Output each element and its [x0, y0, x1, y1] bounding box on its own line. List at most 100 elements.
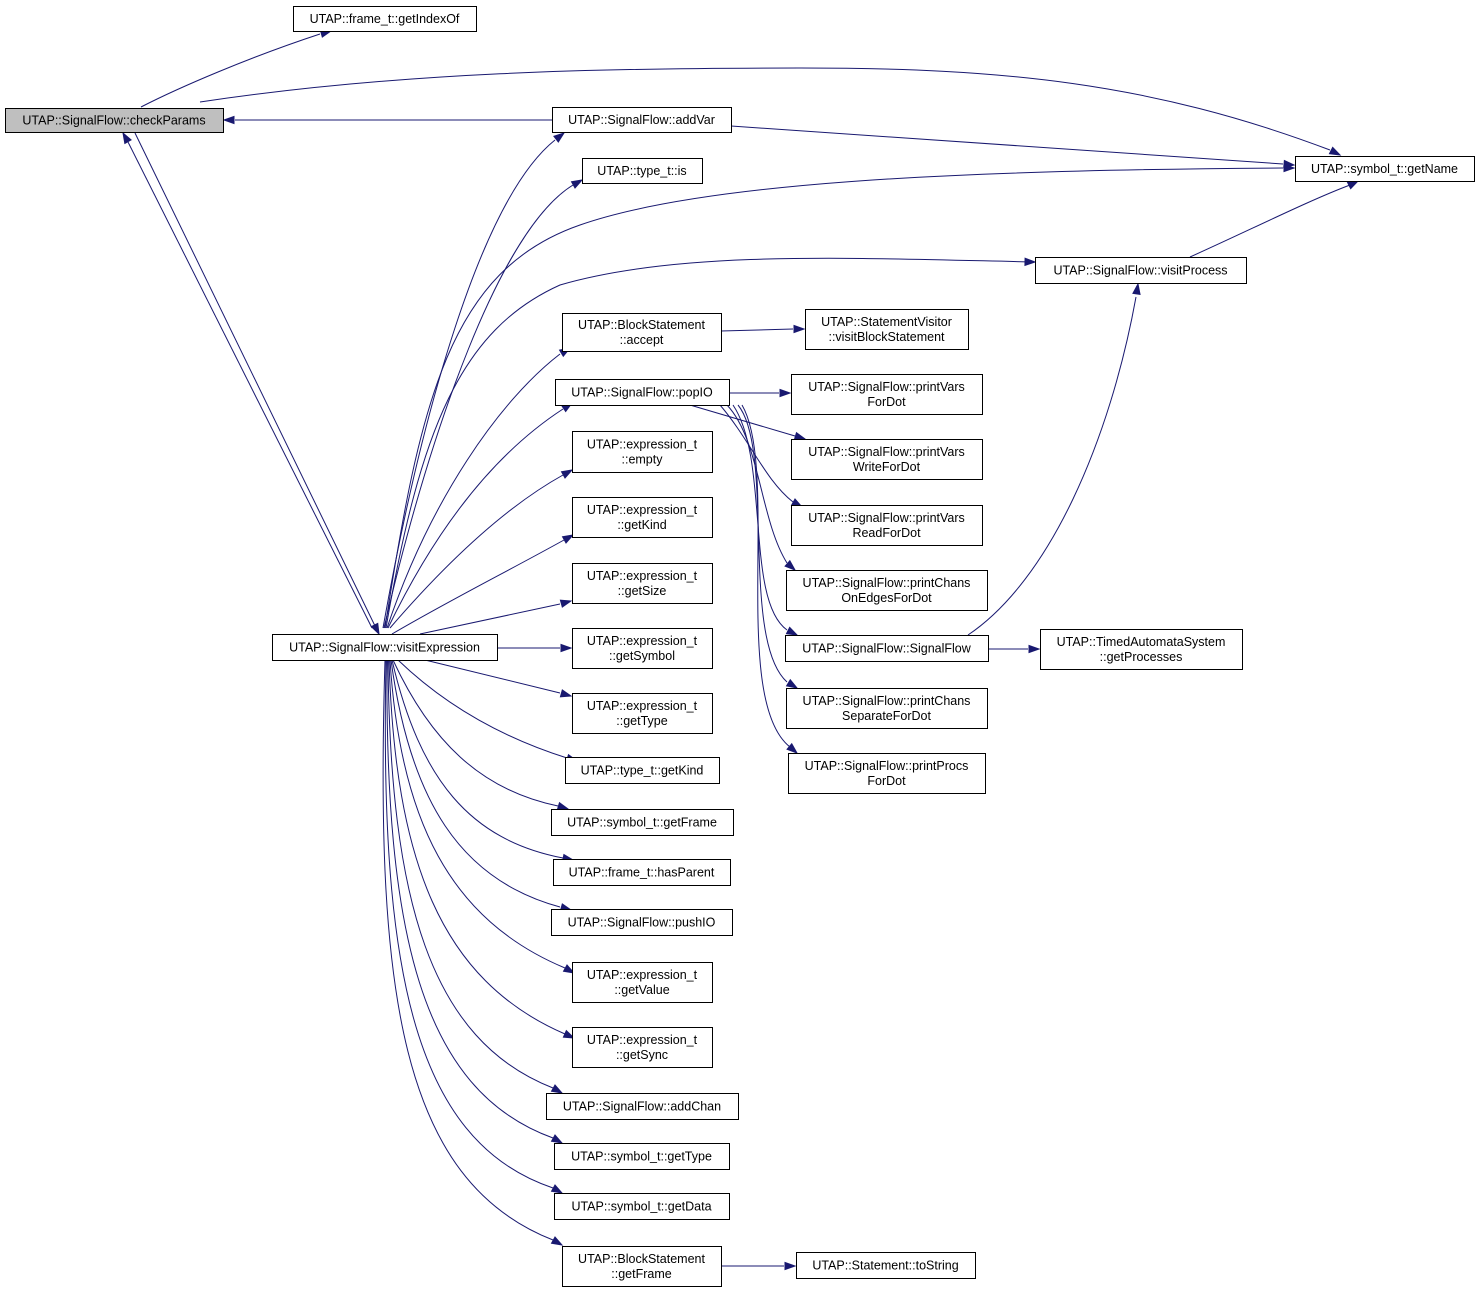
node-accept[interactable]: UTAP::BlockStatement::accept	[562, 313, 722, 352]
node-box[interactable]	[565, 757, 720, 784]
node-getName[interactable]: UTAP::symbol_t::getName	[1295, 156, 1475, 182]
node-box[interactable]	[562, 313, 722, 352]
edge-line	[126, 139, 373, 629]
node-box[interactable]	[796, 1252, 976, 1279]
node-visitExpression[interactable]: UTAP::SignalFlow::visitExpression	[272, 634, 498, 661]
node-getSymbol[interactable]: UTAP::expression_t::getSymbol	[572, 628, 713, 669]
node-box[interactable]	[1040, 629, 1243, 670]
arrowhead-icon	[784, 559, 797, 571]
node-printChansOnEdgesForDot[interactable]: UTAP::SignalFlow::printChansOnEdgesForDo…	[786, 570, 988, 611]
node-getProcesses[interactable]: UTAP::TimedAutomataSystem::getProcesses	[1040, 629, 1243, 670]
node-label: UTAP::BlockStatement	[578, 318, 705, 332]
node-box[interactable]	[791, 374, 983, 415]
edge-line	[134, 132, 377, 629]
node-label: UTAP::type_t::getKind	[581, 764, 704, 778]
edge-line	[737, 404, 788, 683]
node-getSync[interactable]: UTAP::expression_t::getSync	[572, 1027, 713, 1068]
edge-addVar-to-getName	[730, 125, 1296, 169]
node-box[interactable]	[5, 108, 224, 133]
node-box[interactable]	[552, 107, 732, 133]
node-box[interactable]	[546, 1093, 739, 1120]
node-label: UTAP::expression_t	[587, 699, 698, 713]
node-box[interactable]	[572, 962, 713, 1003]
edge-visitExpression-to-symGetData	[384, 659, 564, 1194]
node-addVar[interactable]: UTAP::SignalFlow::addVar	[552, 107, 732, 133]
node-symGetData[interactable]: UTAP::symbol_t::getData	[554, 1193, 730, 1220]
node-getSize[interactable]: UTAP::expression_t::getSize	[572, 563, 713, 604]
arrowhead-icon	[562, 1029, 576, 1039]
node-box[interactable]	[551, 909, 733, 936]
node-box[interactable]	[554, 1143, 730, 1170]
node-popIO[interactable]: UTAP::SignalFlow::popIO	[555, 379, 730, 406]
node-visitProcess[interactable]: UTAP::SignalFlow::visitProcess	[1035, 257, 1247, 284]
node-box[interactable]	[562, 1246, 722, 1287]
node-box[interactable]	[805, 309, 969, 350]
node-box[interactable]	[791, 439, 983, 480]
node-exprGetKind[interactable]: UTAP::expression_t::getKind	[572, 497, 713, 538]
edge-line	[741, 404, 791, 748]
edge-line	[726, 404, 788, 564]
node-box[interactable]	[555, 379, 730, 406]
node-label: UTAP::BlockStatement	[578, 1252, 705, 1266]
edge-line	[387, 408, 564, 629]
node-symGetType[interactable]: UTAP::symbol_t::getType	[554, 1143, 730, 1170]
node-visitBlockStatement[interactable]: UTAP::StatementVisitor::visitBlockStatem…	[805, 309, 969, 350]
arrowhead-icon	[784, 1261, 797, 1271]
node-label: UTAP::SignalFlow::printChans	[803, 576, 971, 590]
node-box[interactable]	[293, 6, 477, 32]
arrowhead-icon	[785, 626, 799, 636]
node-checkParams[interactable]: UTAP::SignalFlow::checkParams	[5, 108, 224, 133]
node-addChan[interactable]: UTAP::SignalFlow::addChan	[546, 1093, 739, 1120]
node-box[interactable]	[572, 497, 713, 538]
node-box[interactable]	[572, 1027, 713, 1068]
arrowhead-icon	[370, 622, 380, 636]
node-label: UTAP::SignalFlow::popIO	[571, 386, 713, 400]
node-box[interactable]	[582, 158, 703, 184]
node-label: UTAP::SignalFlow::checkParams	[22, 114, 205, 128]
node-signalFlow[interactable]: UTAP::SignalFlow::SignalFlow	[785, 635, 989, 662]
edge-line	[1189, 184, 1351, 258]
node-label: ::getSymbol	[609, 649, 675, 663]
node-label: ReadForDot	[852, 526, 921, 540]
edge-popIO-to-printVarsForDot	[729, 388, 792, 398]
node-box[interactable]	[786, 688, 988, 729]
node-box[interactable]	[572, 693, 713, 734]
edge-line	[384, 167, 1284, 629]
node-box[interactable]	[551, 809, 734, 836]
edge-visitExpression-to-hasParent	[391, 659, 575, 863]
node-toString[interactable]: UTAP::Statement::toString	[796, 1252, 976, 1279]
node-box[interactable]	[1295, 156, 1475, 182]
node-getValue[interactable]: UTAP::expression_t::getValue	[572, 962, 713, 1003]
node-bsGetFrame[interactable]: UTAP::BlockStatement::getFrame	[562, 1246, 722, 1287]
node-label: UTAP::SignalFlow::visitProcess	[1053, 264, 1227, 278]
arrowhead-icon	[1028, 644, 1041, 654]
node-box[interactable]	[791, 505, 983, 546]
node-box[interactable]	[554, 1193, 730, 1220]
node-box[interactable]	[572, 628, 713, 669]
node-exprGetType[interactable]: UTAP::expression_t::getType	[572, 693, 713, 734]
node-typeIs[interactable]: UTAP::type_t::is	[582, 158, 703, 184]
node-box[interactable]	[785, 635, 989, 662]
node-typeGetKind[interactable]: UTAP::type_t::getKind	[565, 757, 720, 784]
edge-popIO-to-printProcsForDot	[741, 404, 799, 754]
node-pushIO[interactable]: UTAP::SignalFlow::pushIO	[551, 909, 733, 936]
node-box[interactable]	[572, 563, 713, 604]
edge-line	[387, 659, 554, 1089]
node-box[interactable]	[1035, 257, 1247, 284]
node-getIndexOf[interactable]: UTAP::frame_t::getIndexOf	[293, 6, 477, 32]
node-box[interactable]	[788, 753, 986, 794]
node-box[interactable]	[572, 431, 713, 473]
node-box[interactable]	[786, 570, 988, 611]
node-box[interactable]	[553, 859, 731, 886]
arrowhead-icon	[559, 689, 573, 698]
node-symGetFrame[interactable]: UTAP::symbol_t::getFrame	[551, 809, 734, 836]
node-empty[interactable]: UTAP::expression_t::empty	[572, 431, 713, 473]
node-printChansSeparateForDot[interactable]: UTAP::SignalFlow::printChansSeparateForD…	[786, 688, 988, 729]
node-box[interactable]	[272, 634, 498, 661]
node-hasParent[interactable]: UTAP::frame_t::hasParent	[553, 859, 731, 886]
node-label: UTAP::Statement::toString	[812, 1259, 958, 1273]
